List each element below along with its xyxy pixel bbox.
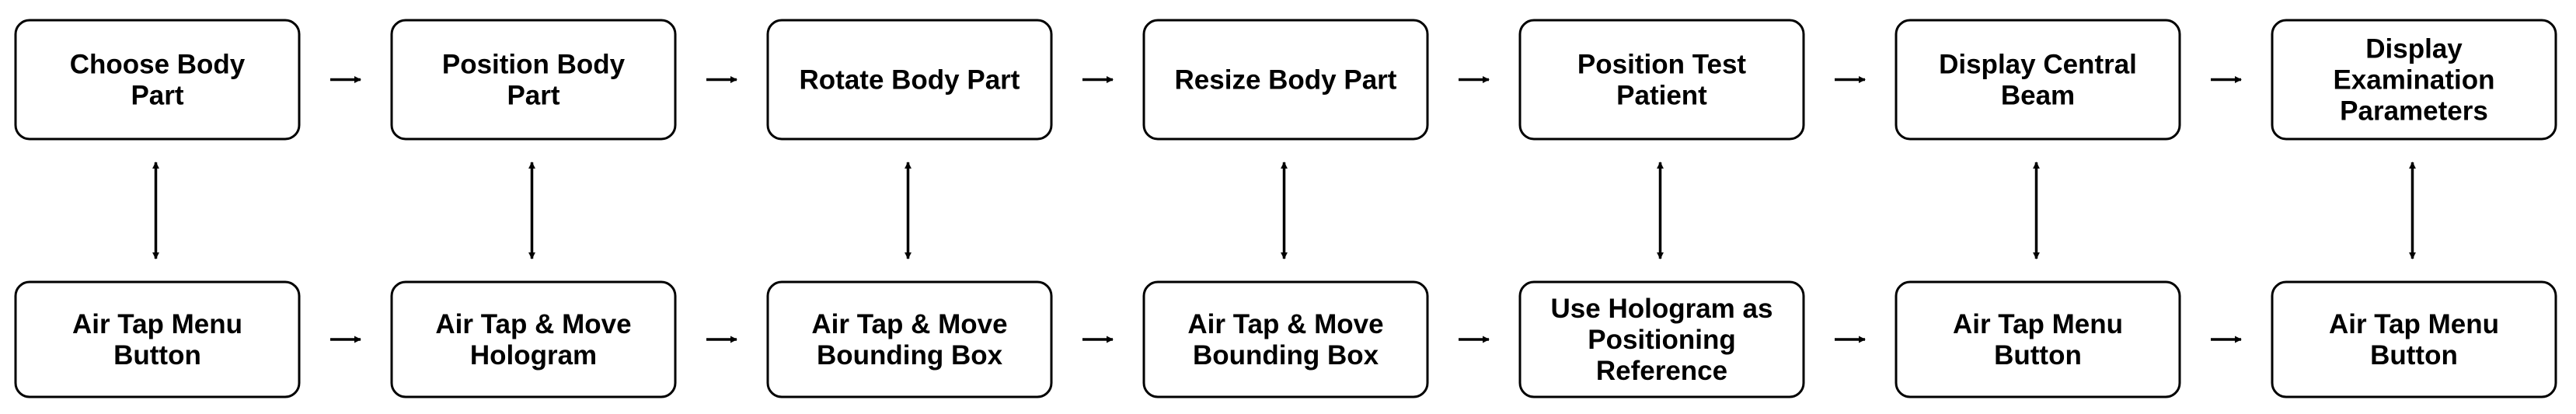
step-label-line: Air Tap & Move xyxy=(811,309,1007,339)
step-label-line: Button xyxy=(2370,340,2458,371)
step-box-top-3: Rotate Body Part xyxy=(766,19,1053,141)
step-label-line: Part xyxy=(131,81,183,111)
step-label-line: Rotate Body Part xyxy=(800,65,1020,96)
step-box-frame xyxy=(14,19,301,141)
step-box-top-4: Resize Body Part xyxy=(1142,19,1429,141)
step-box-frame xyxy=(2271,19,2557,141)
step-label-line: Display xyxy=(2365,34,2463,64)
step-box-frame xyxy=(1142,19,1429,141)
step-label-line: Air Tap Menu xyxy=(1953,309,2123,339)
step-label-line: Bounding Box xyxy=(817,340,1003,371)
step-label-line: Patient xyxy=(1616,81,1707,111)
step-label-line: Choose Body xyxy=(70,50,246,80)
step-label-line: Reference xyxy=(1596,356,1727,386)
step-box-frame xyxy=(766,19,1053,141)
step-label-line: Button xyxy=(1994,340,2082,371)
step-box-frame xyxy=(390,19,677,141)
step-label-line: Beam xyxy=(2001,81,2075,111)
step-box-frame xyxy=(1895,19,2181,141)
step-label-line: Use Hologram as xyxy=(1551,294,1773,324)
step-label-line: Positioning xyxy=(1588,325,1736,355)
step-label-line: Air Tap Menu xyxy=(72,309,242,339)
step-label-line: Button xyxy=(113,340,201,371)
step-label-line: Resize Body Part xyxy=(1175,65,1397,96)
step-box-frame xyxy=(2271,280,2557,398)
step-label-line: Parameters xyxy=(2340,96,2488,127)
step-box-frame xyxy=(766,280,1053,398)
step-label-line: Hologram xyxy=(470,340,597,371)
step-box-frame xyxy=(1518,280,1805,398)
connector-layer xyxy=(152,76,2416,343)
step-label-line: Bounding Box xyxy=(1193,340,1379,371)
step-label-line: Position Body xyxy=(442,50,626,80)
step-box-frame xyxy=(1518,19,1805,141)
step-label-line: Air Tap Menu xyxy=(2329,309,2499,339)
step-label-line: Position Test xyxy=(1577,50,1746,80)
step-label-line: Examination xyxy=(2333,65,2494,96)
step-box-frame xyxy=(1142,280,1429,398)
step-label-line: Display Central xyxy=(1939,50,2137,80)
step-box-frame xyxy=(1895,280,2181,398)
step-label-line: Air Tap & Move xyxy=(1187,309,1383,339)
step-label-line: Air Tap & Move xyxy=(435,309,631,339)
step-box-frame xyxy=(14,280,301,398)
step-label-line: Part xyxy=(507,81,559,111)
step-box-frame xyxy=(390,280,677,398)
